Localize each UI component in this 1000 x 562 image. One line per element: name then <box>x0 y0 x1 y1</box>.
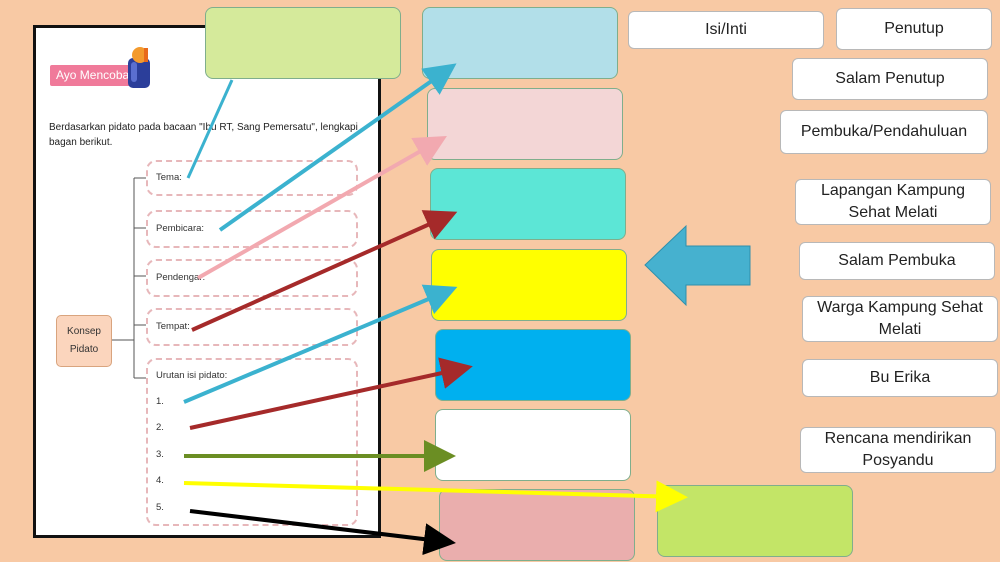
slot-order-3[interactable] <box>435 409 631 481</box>
arrow-order-4 <box>183 480 688 513</box>
concept-box: Konsep Pidato <box>56 315 112 367</box>
big-left-arrow-icon <box>644 224 751 307</box>
order-number: 3. <box>156 449 164 460</box>
chip-isi-inti[interactable]: Isi/Inti <box>628 11 824 49</box>
chip-penutup[interactable]: Penutup <box>836 8 992 50</box>
worksheet: Ayo Mencoba Berdasarkan pidato pada baca… <box>33 25 381 538</box>
worksheet-instruction: Berdasarkan pidato pada bacaan "Ibu RT, … <box>49 122 358 148</box>
chip-rencana[interactable]: Rencana mendirikan Posyandu <box>800 427 996 473</box>
order-number: 4. <box>156 475 164 486</box>
chip-warga[interactable]: Warga Kampung Sehat Melati <box>802 296 998 342</box>
chip-salam-penutup[interactable]: Salam Penutup <box>792 58 988 100</box>
cup-icon <box>128 47 150 88</box>
worksheet-badge: Ayo Mencoba <box>50 65 142 86</box>
chip-lapangan[interactable]: Lapangan Kampung Sehat Melati <box>795 179 991 225</box>
arrow-order-1 <box>183 284 458 404</box>
order-number: 5. <box>156 502 164 513</box>
field-urutan: Urutan isi pidato: <box>146 358 358 526</box>
tree-lines <box>110 177 146 379</box>
arrow-pendengar <box>197 136 447 280</box>
order-number: 1. <box>156 396 164 407</box>
slot-pendengar[interactable] <box>427 88 623 160</box>
slot-tempat[interactable] <box>430 168 626 240</box>
chip-pembuka[interactable]: Pembuka/Pendahuluan <box>780 110 988 154</box>
arrow-order-5 <box>189 509 456 556</box>
order-number: 2. <box>156 422 164 433</box>
slot-tema[interactable] <box>205 7 401 79</box>
arrow-tempat <box>191 210 458 332</box>
slot-order-5[interactable] <box>439 489 635 561</box>
arrow-pembicara <box>218 63 457 232</box>
slot-order-1[interactable] <box>431 249 627 321</box>
chip-salam-pembuka[interactable]: Salam Pembuka <box>799 242 995 280</box>
arrow-order-2 <box>189 357 473 430</box>
field-urutan-label: Urutan isi pidato: <box>156 370 228 381</box>
slot-order-4[interactable] <box>657 485 853 557</box>
chip-bu-erika[interactable]: Bu Erika <box>802 359 998 397</box>
field-pendengar: Pendengar: <box>146 259 358 297</box>
arrow-tema <box>186 79 234 179</box>
field-tema: Tema: <box>146 160 358 196</box>
